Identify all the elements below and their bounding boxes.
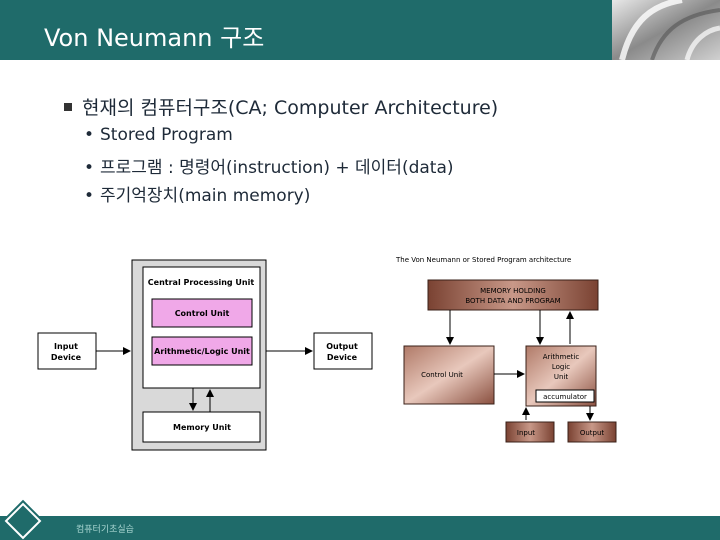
control-unit-box-right xyxy=(403,345,495,405)
main-bullet: 현재의 컴퓨터구조(CA; Computer Architecture) xyxy=(64,93,498,120)
corner-decoration-image xyxy=(612,0,720,60)
sub-bullet-text: 프로그램 : 명령어(instruction) + 데이터(data) xyxy=(100,158,454,178)
input-label-right: Input xyxy=(517,429,535,437)
alu-label-2: Logic xyxy=(552,363,570,371)
sub-bullet: •프로그램 : 명령어(instruction) + 데이터(data) xyxy=(84,153,454,178)
bullet-dot-icon: • xyxy=(84,158,95,178)
bullet-dot-icon: • xyxy=(84,186,95,206)
output-device-label-2: Device xyxy=(327,353,358,362)
right-diagram-title: The Von Neumann or Stored Program archit… xyxy=(395,256,571,264)
von-neumann-diagram-right: The Von Neumann or Stored Program archit… xyxy=(395,256,617,443)
alu-label: Arithmetic/Logic Unit xyxy=(154,347,250,356)
memory-holding-box xyxy=(427,279,599,311)
output-box-right xyxy=(567,421,617,443)
sub-bullet-text: Stored Program xyxy=(100,125,233,145)
input-device-box xyxy=(37,332,97,370)
bullet-dot-icon: • xyxy=(84,125,95,145)
alu-label-3: Unit xyxy=(554,373,569,381)
von-neumann-diagram-left: Central Processing Unit Control Unit Ari… xyxy=(37,259,373,451)
sub-bullet: •Stored Program xyxy=(84,125,233,145)
sub-bullet: •주기억장치(main memory) xyxy=(84,181,310,206)
output-label-right: Output xyxy=(580,429,605,437)
control-unit-box xyxy=(151,298,253,328)
memory-unit-box xyxy=(142,411,261,443)
control-unit-label: Control Unit xyxy=(175,309,230,318)
control-unit-label-right: Control Unit xyxy=(421,371,463,379)
cpu-label: Central Processing Unit xyxy=(148,278,255,287)
square-bullet-icon xyxy=(64,102,72,111)
footer-bar xyxy=(0,516,720,540)
memory-unit-label: Memory Unit xyxy=(173,423,231,432)
sub-bullet-text: 주기억장치(main memory) xyxy=(100,186,311,206)
main-bullet-text: 현재의 컴퓨터구조(CA; Computer Architecture) xyxy=(82,97,499,119)
input-box-right xyxy=(505,421,555,443)
input-device-label-2: Device xyxy=(51,353,82,362)
accumulator-box xyxy=(535,389,595,403)
memory-holding-label-1: MEMORY HOLDING xyxy=(480,287,546,295)
alu-box xyxy=(151,336,253,366)
input-device-label-1: Input xyxy=(54,342,78,351)
accumulator-label: accumulator xyxy=(543,393,587,401)
footer-text: 컴퓨터기초실습 xyxy=(76,525,134,535)
alu-label-1: Arithmetic xyxy=(543,353,580,361)
slide-title: Von Neumann 구조 xyxy=(44,24,265,52)
output-device-box xyxy=(313,332,373,370)
memory-holding-label-2: BOTH DATA AND PROGRAM xyxy=(465,297,560,305)
title-bar xyxy=(0,0,612,60)
output-device-label-1: Output xyxy=(326,342,358,351)
